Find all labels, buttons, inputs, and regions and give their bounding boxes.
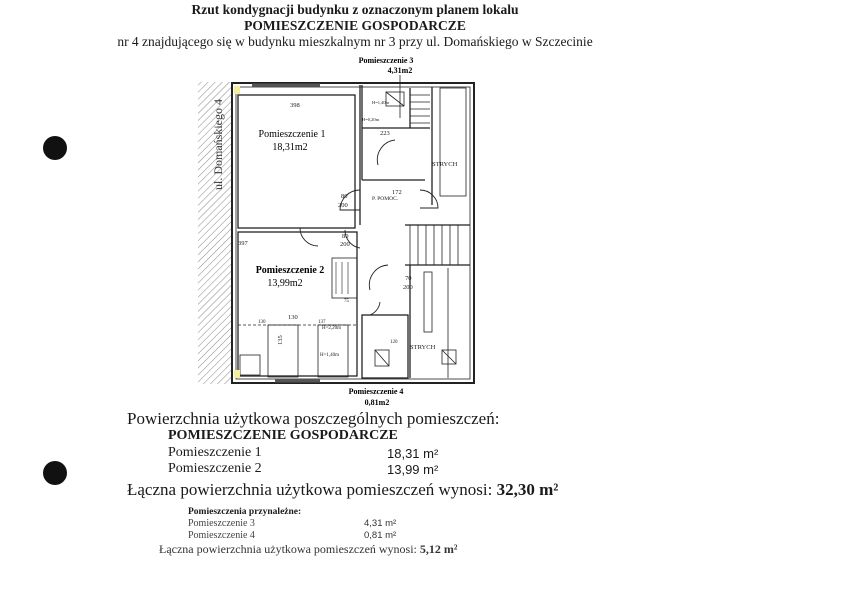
dimension: 120: [390, 340, 398, 345]
dimension: 130: [288, 314, 298, 321]
aux-heading: Pomieszczenia przynależne:: [188, 507, 302, 517]
document-subtitle: POMIESZCZENIE GOSPODARCZE: [244, 18, 466, 33]
document-address: nr 4 znajdującego się w budynku mieszkal…: [117, 34, 593, 49]
strych-label: STRYCH: [432, 161, 458, 168]
binder-hole: [43, 461, 67, 485]
summary-item-name: Pomieszczenie 1: [168, 445, 262, 460]
dimension: 135: [277, 335, 284, 345]
dimension: 172: [392, 189, 402, 196]
dimension: 70: [405, 275, 412, 282]
aux-item-value: 0,81 m²: [364, 530, 397, 541]
summary-item-value: 13,99 m²: [387, 462, 439, 477]
room-1-outline: [237, 94, 356, 229]
room-1-name: Pomieszczenie 1: [259, 129, 326, 140]
dimension: 75: [344, 299, 350, 304]
dimension: H=1,40m: [320, 353, 339, 358]
dimension: 200: [403, 284, 413, 291]
dimension: H=0,20m: [362, 117, 380, 123]
room-4-area: 0,81m2: [365, 398, 390, 407]
aux-total-label: Łączna powierzchnia użytkowa pomieszczeń…: [159, 542, 417, 556]
strych-label: STRYCH: [410, 344, 436, 351]
dimension: 398: [290, 102, 300, 109]
aux-item-value: 4,31 m²: [364, 518, 397, 529]
room-3-name: Pomieszczenie 3: [359, 56, 414, 65]
room-2-outline: [237, 231, 358, 377]
dimension: 397: [238, 240, 249, 247]
room-4-outline: [361, 314, 409, 379]
floor-plan: ul. Domańskiego 4 Pomieszczenie 1 18,31m…: [198, 56, 475, 407]
aux-total: Łączna powierzchnia użytkowa pomieszczeń…: [159, 542, 458, 557]
document-title: Rzut kondygnacji budynku z oznaczonym pl…: [191, 2, 519, 17]
dimension: 80: [342, 233, 349, 240]
dimension: 130: [258, 320, 266, 325]
room-2-name: Pomieszczenie 2: [256, 265, 325, 276]
summary-item-name: Pomieszczenie 2: [168, 461, 262, 476]
dimension: 223: [380, 130, 390, 137]
room-4-name: Pomieszczenie 4: [349, 387, 404, 396]
room-1-area: 18,31m2: [272, 142, 307, 153]
dimension: H=1,40m: [372, 100, 390, 106]
aux-item-name: Pomieszczenie 3: [188, 518, 255, 529]
dimension: 200: [338, 202, 348, 209]
summary-group: POMIESZCZENIE GOSPODARCZE: [168, 428, 398, 443]
dimension: 200: [340, 241, 350, 248]
summary-total-label: Łączna powierzchnia użytkowa pomieszczeń…: [127, 480, 493, 499]
dimension: H=2,20m: [322, 326, 341, 331]
aux-total-value: 5,12 m²: [419, 542, 458, 556]
dimension: 137: [318, 320, 326, 325]
aux-item-name: Pomieszczenie 4: [188, 530, 255, 541]
aux-room-label: P. POMOC.: [372, 196, 399, 202]
street-label: ul. Domańskiego 4: [211, 99, 225, 190]
summary-heading: Powierzchnia użytkowa poszczególnych pom…: [127, 409, 500, 428]
summary-total: Łączna powierzchnia użytkowa pomieszczeń…: [127, 480, 558, 500]
binder-hole: [43, 136, 67, 160]
room-3-area: 4,31m2: [388, 66, 413, 75]
summary-item-value: 18,31 m²: [387, 446, 439, 461]
summary-total-value: 32,30 m²: [496, 480, 559, 499]
dimension: 80: [341, 193, 348, 200]
street-hatch: [198, 82, 231, 384]
room-2-area: 13,99m2: [267, 278, 302, 289]
